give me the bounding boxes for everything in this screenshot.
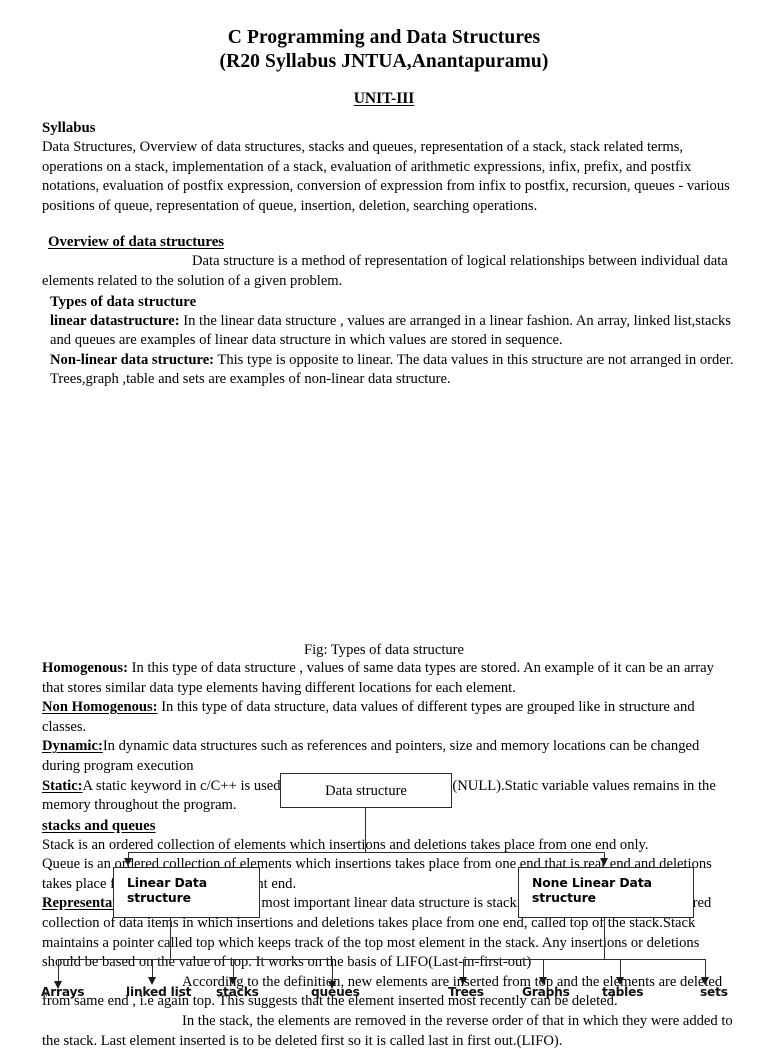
graphs-arrow-icon: [539, 976, 547, 985]
unit-heading: UNIT-III: [0, 74, 768, 110]
tables-arrow-icon: [616, 976, 624, 985]
left-branch-arrow-icon: [124, 857, 132, 866]
right-branch-arrow-icon: [600, 857, 608, 866]
leaf-label-queues: queues: [311, 984, 360, 999]
arrays-arrow-icon: [54, 980, 62, 989]
nonlinear-label: Non-linear data structure:: [50, 351, 215, 368]
linked-list-drop-line: [152, 958, 154, 981]
trees-drop-line: [463, 958, 465, 981]
data-structure-tree-diagram: Data structure Linear Data structure Non…: [0, 390, 768, 999]
diagram-linear-label: Linear Data structure: [127, 874, 207, 905]
leaf-label-linked-list: linked list: [126, 984, 192, 999]
leaf-label-graphs: Graphs: [522, 984, 570, 999]
lifo-paragraph-1: According to the definition, new element…: [42, 973, 736, 1012]
diagram-linear-box: Linear Data structure: [113, 866, 260, 918]
stack-definition-paragraph: Stack is an ordered collection of elemen…: [42, 836, 649, 853]
nonlinear-children-bar: [463, 958, 706, 961]
leaf-label-stacks: stacks: [216, 984, 259, 999]
diagram-root-box: Data structure: [280, 772, 452, 808]
stacks-arrow-icon: [229, 976, 237, 985]
overview-heading: Overview of data structures: [48, 234, 225, 251]
syllabus-text: Data Structures, Overview of data struct…: [42, 139, 730, 214]
unit-heading-text: UNIT-III: [353, 90, 415, 107]
title-line-1: C Programming and Data Structures: [227, 27, 541, 48]
linear-paragraph: linear datastructure: In the linear data…: [42, 312, 736, 351]
linear-text: In the linear data structure , values ar…: [50, 312, 731, 349]
lifo-text-1: According to the definition, new element…: [42, 973, 723, 1010]
non-homogenous-text: In this type of data structure, data val…: [42, 699, 695, 735]
queues-drop-line: [332, 958, 334, 986]
overview-heading-wrap: Overview of data structures: [42, 232, 736, 252]
syllabus-section: Syllabus Data Structures, Overview of da…: [42, 110, 736, 216]
homogenous-text: In this type of data structure , values …: [42, 659, 714, 696]
homogenous-label: Homogenous:: [42, 659, 128, 676]
arrays-drop-line: [58, 958, 60, 986]
non-homogenous-paragraph: Non Homogenous: In this type of data str…: [42, 698, 736, 737]
syllabus-heading: Syllabus: [42, 120, 96, 136]
document-body: Syllabus Data Structures, Overview of da…: [0, 110, 768, 390]
nonlinear-stem-line: [604, 917, 606, 959]
figure-caption: Fig: Types of data structure: [303, 641, 465, 658]
dynamic-text: In dynamic data structures such as refer…: [42, 738, 700, 774]
linear-stem-line: [170, 917, 172, 959]
types-heading: Types of data structure: [50, 293, 197, 310]
non-homogenous-label: Non Homogenous:: [42, 699, 158, 716]
leaf-label-arrays: Arrays: [41, 984, 85, 999]
stacks-queues-heading: stacks and queues: [42, 817, 156, 834]
diagram-nonlinear-label: None Linear Data structure: [532, 874, 652, 905]
graphs-drop-line: [543, 958, 545, 981]
dynamic-paragraph: Dynamic:In dynamic data structures such …: [42, 737, 736, 776]
static-label: Static:: [42, 777, 83, 794]
linear-label: linear datastructure:: [50, 312, 180, 329]
title-line-2: (R20 Syllabus JNTUA,Anantapuramu): [219, 51, 549, 72]
overview-section: Overview of data structures Data structu…: [42, 216, 736, 390]
nonlinear-text: This type is opposite to linear. The dat…: [50, 351, 734, 388]
linked-list-arrow-icon: [148, 976, 156, 985]
sets-arrow-icon: [701, 976, 709, 985]
linear-children-bar: [58, 958, 333, 961]
nonlinear-paragraph: Non-linear data structure: This type is …: [42, 351, 736, 390]
leaf-label-trees: Trees: [448, 984, 484, 999]
lifo-text-2: In the stack, the elements are removed i…: [42, 1013, 733, 1049]
left-branch-drop-line: [128, 851, 130, 860]
queues-arrow-icon: [328, 980, 336, 989]
diagram-root-label: Data structure: [325, 782, 407, 799]
tables-drop-line: [620, 958, 622, 981]
leaf-label-tables: tables: [602, 984, 644, 999]
root-split-bar: [128, 851, 605, 854]
homogenous-paragraph: Homogenous: In this type of data structu…: [42, 659, 736, 698]
lifo-paragraph-2: In the stack, the elements are removed i…: [42, 1012, 736, 1051]
diagram-nonlinear-box: None Linear Data structure: [518, 866, 694, 918]
stacks-queues-heading-wrap: stacks and queues: [42, 816, 736, 836]
trees-arrow-icon: [459, 976, 467, 985]
document-body-lower: Homogenous: In this type of data structu…: [0, 659, 768, 1051]
overview-definition: Data structure is a method of representa…: [42, 253, 728, 289]
page-title: C Programming and Data Structures (R20 S…: [0, 0, 768, 74]
stacks-drop-line: [233, 958, 235, 981]
overview-definition-paragraph: Data structure is a method of representa…: [42, 252, 736, 291]
sets-drop-line: [705, 958, 707, 981]
dynamic-label: Dynamic:: [42, 738, 103, 755]
leaf-label-sets: sets: [700, 984, 728, 999]
root-stem-line: [365, 807, 367, 853]
right-branch-drop-line: [604, 851, 606, 860]
